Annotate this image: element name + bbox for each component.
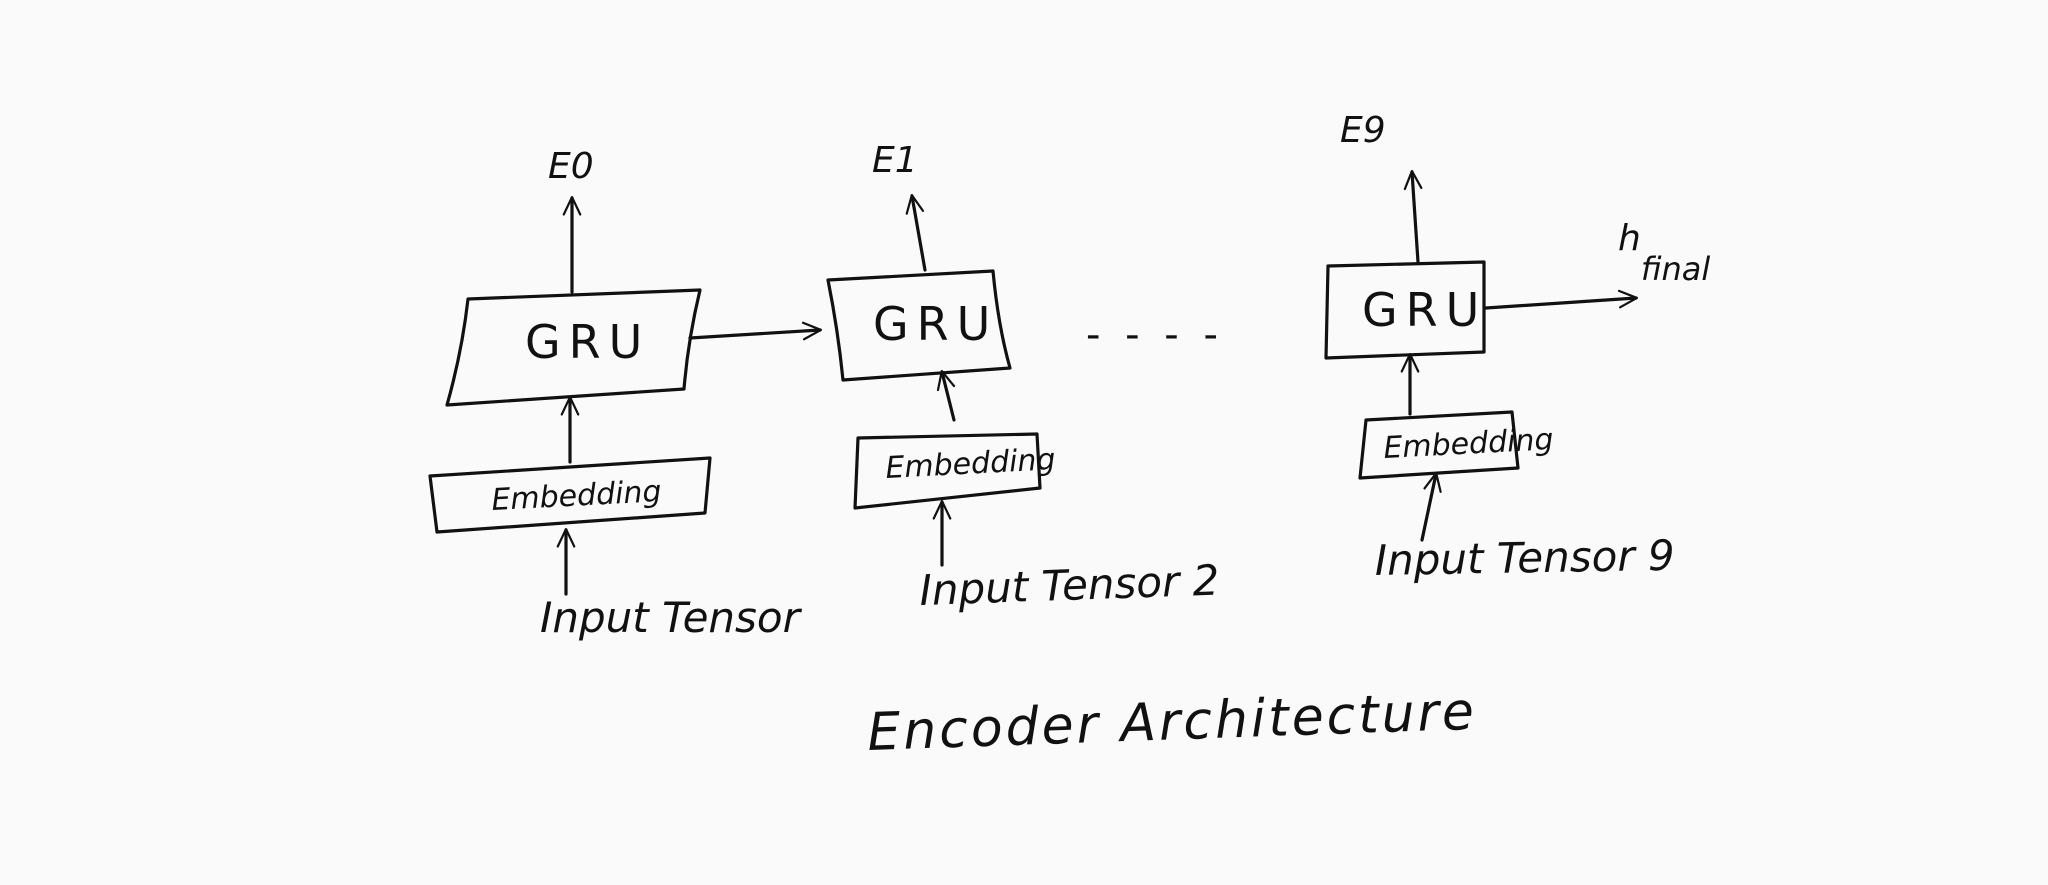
gru-label-2: GRU — [1362, 283, 1487, 337]
final-state-subscript: final — [1641, 250, 1711, 288]
gru-box-1 — [826, 269, 1012, 382]
embedding-label-1: Embedding — [885, 442, 1057, 486]
final-state-main: h — [1618, 218, 1641, 259]
embedding-box-1 — [853, 432, 1042, 510]
output-label-0: E0 — [548, 146, 594, 187]
final-state-arrow — [1484, 289, 1639, 310]
embedding-label-0: Embedding — [491, 474, 663, 518]
output-arrow-2 — [1403, 169, 1423, 264]
input-label-1: Input Tensor 2 — [919, 556, 1220, 615]
gru-box-0 — [445, 288, 702, 407]
input-label-0: Input Tensor — [540, 593, 803, 642]
output-label-2: E9 — [1340, 110, 1386, 151]
encoder-cell-2: GRU Embedding Input Tensor 9 E9 — [1324, 110, 1675, 585]
encoder-cell-0: GRU Embedding Input Tensor E0 — [428, 146, 803, 642]
encoder-cell-1: GRU Embedding Input Tensor 2 E1 — [826, 140, 1220, 615]
diagram-title: Encoder Architecture — [866, 682, 1477, 763]
gru-label-1: GRU — [873, 297, 998, 351]
hidden-arrow-0-1 — [688, 321, 823, 341]
embedding-label-2: Embedding — [1383, 422, 1555, 466]
ellipsis-dashes: - - - - — [1086, 312, 1224, 358]
gru-box-2 — [1324, 260, 1486, 360]
output-label-1: E1 — [872, 140, 918, 181]
final-state-label: hfinal — [1618, 218, 1710, 288]
output-arrow-1 — [905, 193, 927, 272]
input-label-2: Input Tensor 9 — [1374, 531, 1675, 585]
input-arrow-2 — [1420, 472, 1442, 542]
embedding-box-0 — [428, 456, 712, 534]
embedding-box-2 — [1358, 410, 1520, 480]
emb-to-gru-arrow-1 — [936, 370, 956, 422]
gru-label-0: GRU — [525, 315, 650, 369]
